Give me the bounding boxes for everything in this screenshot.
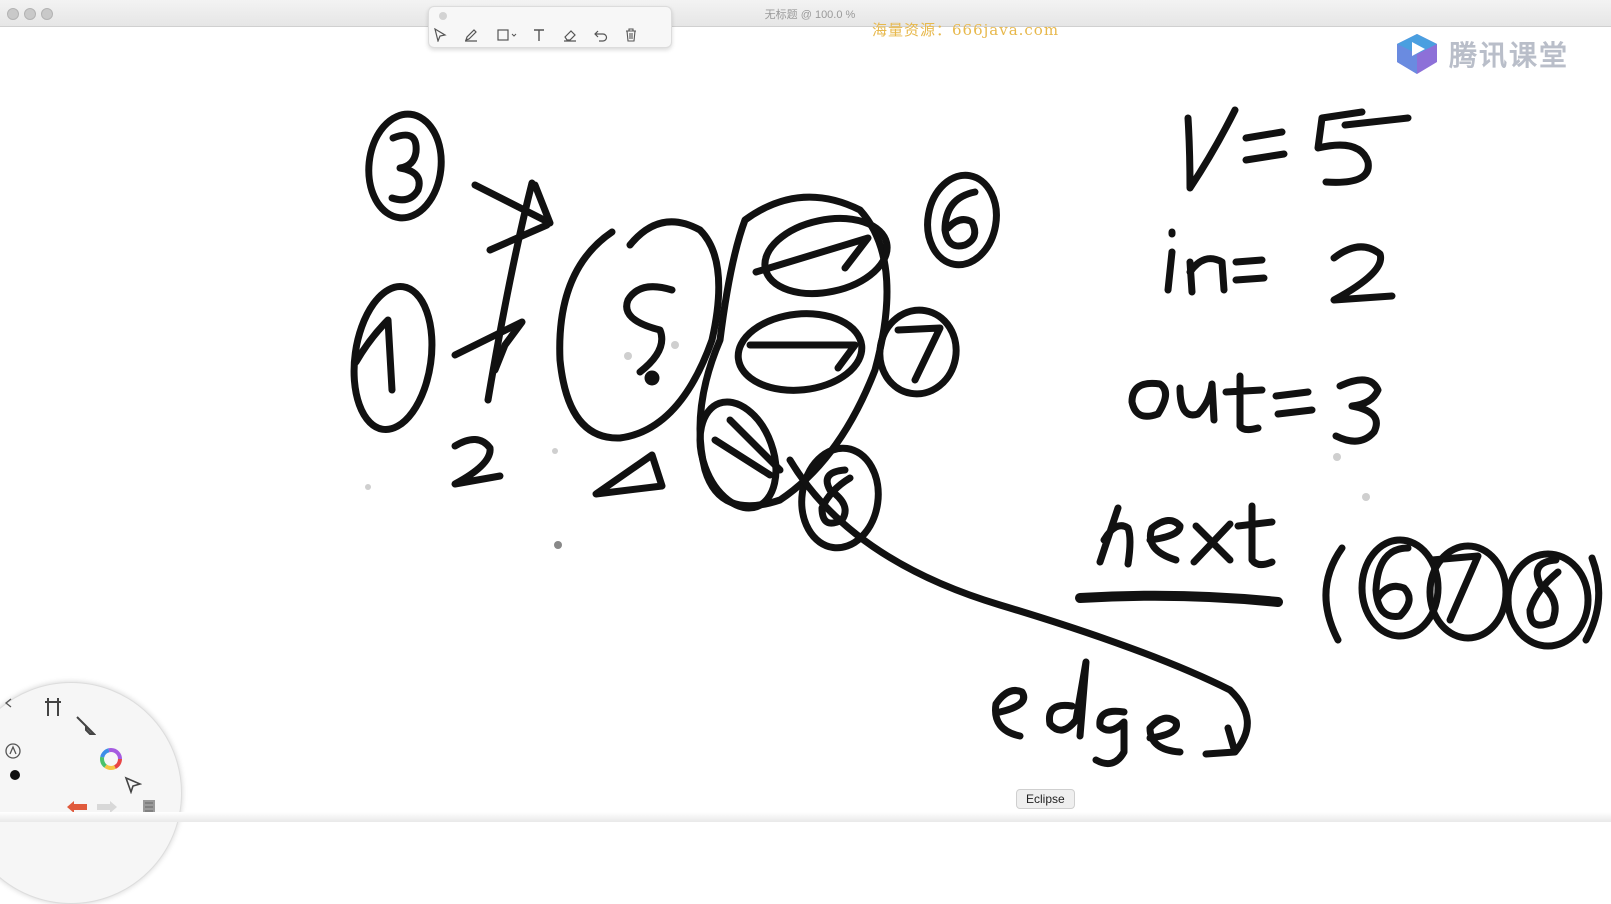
shape-tool-button[interactable] [493, 25, 523, 45]
text-icon [534, 29, 544, 41]
undo-icon [67, 801, 87, 813]
node-1 [350, 283, 436, 433]
stray-dots [365, 341, 1370, 549]
pen-size-button[interactable] [1, 739, 25, 763]
delete-tool-button[interactable] [620, 25, 642, 45]
note-next-list [1322, 536, 1603, 650]
weight-2 [451, 436, 504, 488]
node-3 [365, 110, 445, 222]
note-v [1184, 106, 1412, 192]
pointer-button[interactable] [121, 773, 145, 797]
node-5 [556, 218, 723, 442]
node-6 [924, 171, 1000, 269]
clear-icon [143, 800, 155, 815]
edge-5-to-7 [734, 310, 866, 394]
redo-button[interactable] [95, 795, 119, 819]
dot-size-button[interactable] [3, 763, 27, 787]
undo-icon [594, 30, 608, 42]
dock-edge [0, 812, 1611, 822]
node-7 [876, 306, 960, 398]
arrow-cursor-icon [434, 28, 447, 42]
pen-tool-button[interactable] [460, 25, 482, 45]
drawing-toolbar [428, 6, 672, 48]
note-in [1164, 228, 1396, 304]
watermark-text: 海量资源：666java.com [872, 21, 1060, 39]
undo-tool-button[interactable] [590, 25, 612, 45]
vertical-stroke [484, 179, 536, 404]
brand-logo: 腾讯课堂 [1393, 32, 1569, 76]
zoom-window-button[interactable] [41, 8, 53, 20]
brand-name: 腾讯课堂 [1449, 39, 1570, 72]
window-titlebar: 无标题 @ 100.0 % [0, 0, 1611, 27]
pen-icon [465, 29, 477, 42]
edge-1-to-5 [451, 318, 526, 374]
note-next [1075, 502, 1283, 607]
ruler-icon [45, 698, 61, 716]
brush-button[interactable] [73, 713, 97, 737]
minimize-window-button[interactable] [24, 8, 36, 20]
close-window-button[interactable] [7, 8, 19, 20]
node-8 [798, 444, 882, 552]
palette-arrow-button[interactable] [0, 691, 21, 715]
clear-button[interactable] [137, 795, 161, 819]
pointer-icon [124, 776, 142, 794]
ruler-button[interactable] [41, 695, 65, 719]
out-group-ellipse [696, 193, 891, 510]
toolbar-grip-handle[interactable] [439, 12, 447, 20]
color-picker-button[interactable] [99, 747, 123, 771]
whiteboard-canvas[interactable] [0, 0, 1611, 822]
edge-5-to-6 [752, 215, 891, 297]
trash-icon [626, 28, 636, 42]
delta-symbol [592, 451, 666, 498]
window-title: 无标题 @ 100.0 % [764, 9, 856, 21]
edge-3-to-5 [471, 181, 554, 254]
note-edge [992, 658, 1184, 768]
note-out [1128, 372, 1382, 445]
dot-size-icon [10, 770, 20, 780]
rectangle-icon [497, 29, 517, 41]
eraser-icon [564, 30, 576, 42]
play-cube-logo [1397, 34, 1437, 74]
eraser-tool-button[interactable] [559, 25, 581, 45]
pen-size-icon [5, 743, 21, 759]
redo-icon [97, 801, 117, 813]
brush-icon [76, 716, 96, 735]
color-wheel-icon [100, 748, 122, 770]
edge-arrow [786, 456, 1251, 758]
select-tool-button[interactable] [429, 25, 451, 45]
chevron-left-icon [4, 698, 12, 708]
undo-button[interactable] [65, 795, 89, 819]
dock-app-label: Eclipse [1016, 789, 1075, 809]
text-tool-button[interactable] [528, 25, 550, 45]
edge-5-to-8 [696, 398, 784, 512]
